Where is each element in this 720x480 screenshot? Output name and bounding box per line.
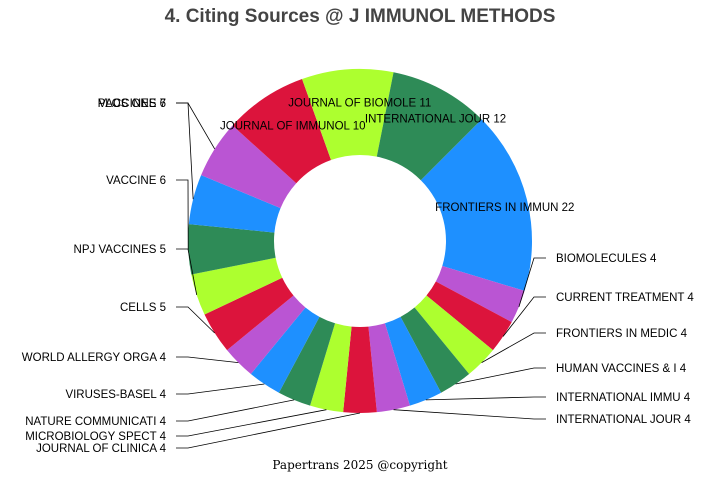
donut-slice	[232, 79, 332, 184]
slice-label: VACCINE 6	[106, 175, 166, 187]
donut-slice	[302, 68, 394, 161]
slice-label: FRONTIERS IN IMMUN 22	[435, 202, 574, 214]
slice-label: INTERNATIONAL JOUR 12	[365, 113, 506, 125]
donut-slice	[204, 277, 294, 351]
donut-slice	[310, 323, 352, 413]
leader-line	[176, 399, 295, 422]
donut-slice	[376, 72, 482, 181]
slice-label: CURRENT TREATMENT 4	[556, 292, 694, 304]
slice-label: JOURNAL OF IMMUNOL 10	[220, 120, 365, 132]
slice-label: PLOS ONE 6	[98, 98, 166, 110]
slice-label: WORLD ALLERGY ORGA 4	[22, 352, 167, 364]
slice-label: NPJ VACCINES 5	[74, 244, 166, 256]
leader-line	[425, 396, 546, 401]
leader-line	[176, 409, 327, 437]
leader-line	[176, 306, 215, 334]
leader-lines	[176, 102, 546, 449]
slice-label: HUMAN VACCINES & I 4	[556, 363, 687, 375]
chart-title: 4. Citing Sources @ J IMMUNOL METHODS	[164, 6, 556, 27]
slice-label: INTERNATIONAL IMMU 4	[556, 392, 691, 404]
donut-slice	[278, 316, 336, 406]
donut-slice	[201, 125, 297, 209]
footer-copyright: Papertrans 2025 @copyright	[272, 458, 448, 472]
slice-labels: FRONTIERS IN IMMUN 22 BIOMOLECULES 4 CURRE…	[22, 97, 695, 455]
leader-line	[176, 412, 361, 449]
donut-slice	[188, 224, 276, 275]
donut-slice	[426, 281, 512, 351]
leader-line	[481, 332, 546, 363]
donut-slice	[400, 307, 470, 393]
slice-label: JOURNAL OF CLINICA 4	[36, 443, 167, 455]
slice-label: INTERNATIONAL JOUR 4	[556, 414, 691, 426]
leader-line	[455, 367, 546, 385]
leader-line	[518, 257, 546, 307]
slice-label: MICROBIOLOGY SPECT 4	[25, 431, 166, 443]
leader-line	[502, 296, 546, 337]
donut-slice	[368, 323, 410, 413]
slice-label: VIRUSES-BASEL 4	[65, 389, 166, 401]
leader-line	[176, 102, 216, 150]
donut-slice	[414, 295, 493, 374]
slice-label: NATURE COMMUNICATI 4	[25, 416, 166, 428]
leader-line	[176, 356, 239, 364]
donut-slices	[188, 68, 532, 413]
donut-slice	[384, 316, 442, 406]
slice-label: JOURNAL OF BIOMOLE 11	[288, 97, 431, 109]
donut-slice	[227, 295, 306, 374]
donut-slice	[343, 326, 377, 413]
donut-slice	[188, 175, 281, 233]
donut-slice	[191, 257, 283, 315]
slice-label: CELLS 5	[120, 302, 166, 314]
leader-line	[176, 179, 189, 250]
donut-slice	[250, 307, 320, 393]
slice-label: FRONTIERS IN MEDIC 4	[556, 328, 688, 340]
leader-line	[176, 383, 265, 395]
slice-label: VACCINES 7	[98, 98, 166, 110]
donut-slice	[420, 119, 532, 291]
leader-line	[176, 102, 194, 200]
leader-line	[393, 409, 546, 420]
donut-slice	[435, 265, 525, 323]
slice-label: BIOMOLECULES 4	[556, 253, 657, 265]
